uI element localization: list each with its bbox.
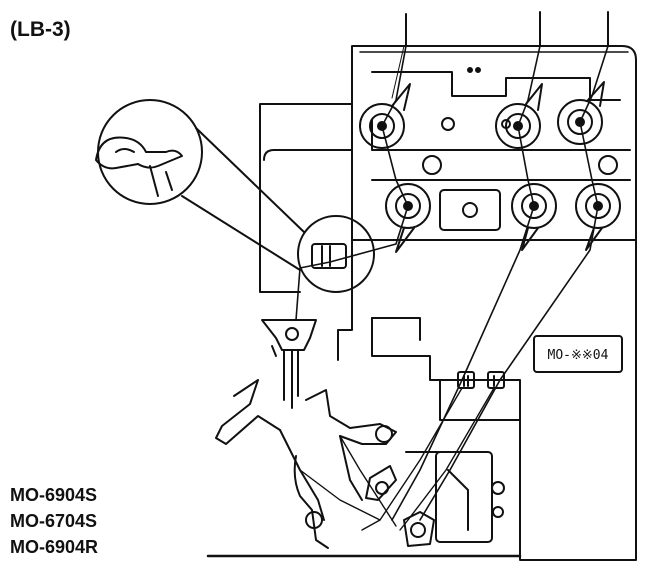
- lower-looper: [305, 389, 397, 501]
- thread-guide-rods: [405, 11, 609, 47]
- diagram-title: (LB-3): [10, 18, 71, 41]
- thread-paths: [295, 45, 609, 521]
- tension-dial-lower-left: [385, 183, 431, 253]
- model-list: MO-6904S MO-6704S MO-6904R: [10, 482, 98, 560]
- upper-looper: [215, 379, 325, 521]
- machine-body: [259, 103, 637, 561]
- tension-dial-upper-center: [495, 83, 543, 149]
- looper-thread-paths: [299, 387, 495, 531]
- tension-dial-upper-right: [557, 81, 605, 145]
- looper-thread-guides: [293, 451, 505, 549]
- model-name: MO-6704S: [10, 511, 98, 531]
- tension-dial-lower-center: [511, 183, 557, 251]
- needle-clamp: [261, 319, 317, 409]
- model-plate-label: MO-※※04: [548, 348, 609, 363]
- model-name: MO-6904S: [10, 485, 98, 505]
- model-plate: [533, 335, 623, 373]
- model-name: MO-6904R: [10, 537, 99, 557]
- tension-panel: [351, 45, 637, 241]
- tension-dial-upper-left: [359, 83, 411, 149]
- detail-magnifier: [95, 99, 375, 293]
